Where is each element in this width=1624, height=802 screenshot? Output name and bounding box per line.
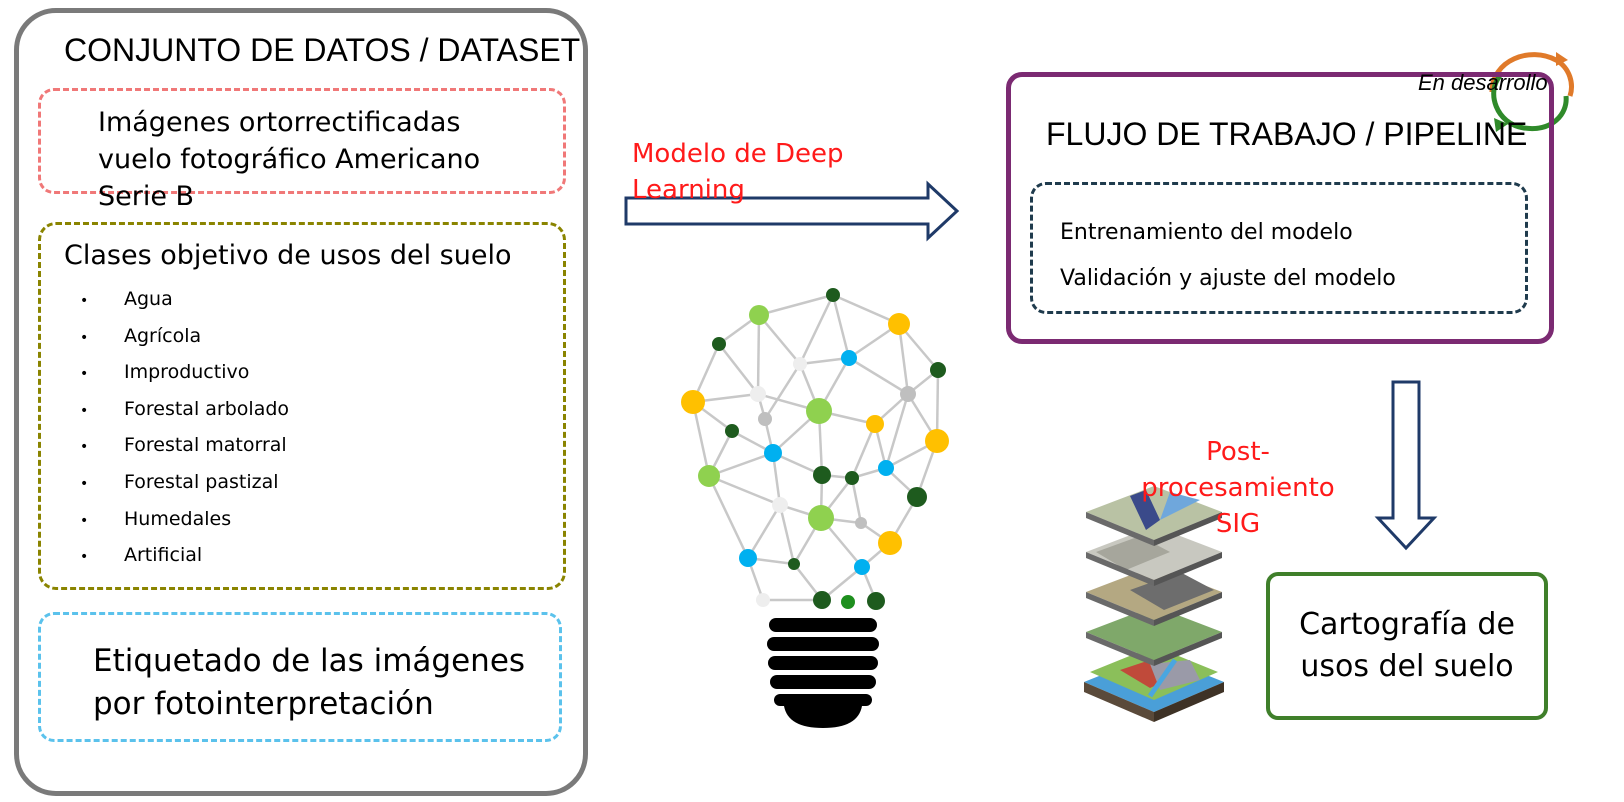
labeling-line: Etiquetado de las imágenes xyxy=(93,643,526,679)
model-label: Modelo de Deep Learning xyxy=(632,136,844,208)
bullet-icon: • xyxy=(80,549,89,566)
postprocessing-label: Post- procesamiento SIG xyxy=(1138,434,1338,542)
postprocessing-line: SIG xyxy=(1215,509,1261,539)
step-item: Entrenamiento del modelo xyxy=(1060,220,1353,245)
class-label: Agua xyxy=(124,288,173,310)
dataset-title: CONJUNTO DE DATOS / DATASET xyxy=(64,32,581,68)
class-label: Humedales xyxy=(124,507,232,530)
gis-layers-icon xyxy=(1084,486,1224,722)
classes-box xyxy=(38,222,566,590)
class-item: • Agrícola xyxy=(80,325,289,362)
class-label: Agrícola xyxy=(124,324,202,347)
bullet-icon: • xyxy=(80,329,89,346)
classes-title: Clases objetivo de usos del suelo xyxy=(64,240,512,271)
labeling-line: por fotointerpretación xyxy=(93,686,434,722)
bullet-icon: • xyxy=(80,439,89,456)
output-label: Cartografía de usos del suelo xyxy=(1266,604,1548,688)
images-box xyxy=(38,88,566,194)
class-label: Forestal arbolado xyxy=(124,397,290,420)
output-line: Cartografía de xyxy=(1299,607,1515,642)
postprocessing-line: Post- xyxy=(1206,437,1270,467)
steps-list: Entrenamiento del modelo Validación y aj… xyxy=(1060,210,1396,302)
class-item: • Forestal pastizal xyxy=(80,471,289,508)
bullet-icon: • xyxy=(80,512,89,529)
classes-list: • Agua • Agrícola • Improductivo • Forestal … xyxy=(80,288,289,581)
pipeline-panel xyxy=(1006,72,1554,344)
class-label: Improductivo xyxy=(124,361,250,384)
steps-box xyxy=(1030,182,1528,314)
pipeline-title: FLUJO DE TRABAJO / PIPELINE xyxy=(1046,116,1528,152)
images-line: vuelo fotográfico Americano xyxy=(98,144,481,175)
step-item: Validación y ajuste del modelo xyxy=(1060,266,1396,291)
bullet-icon: • xyxy=(80,475,89,492)
labeling-description: Etiquetado de las imágenes por fotointer… xyxy=(93,640,525,726)
images-line: Serie B xyxy=(98,181,195,212)
bullet-icon: • xyxy=(80,293,89,309)
model-label-line: Modelo de Deep xyxy=(632,139,844,169)
images-description: Imágenes ortorrectificadas vuelo fotográ… xyxy=(98,104,480,215)
class-item: • Forestal matorral xyxy=(80,434,289,471)
output-line: usos del suelo xyxy=(1300,649,1514,684)
dataset-panel xyxy=(14,8,588,796)
bullet-icon: • xyxy=(80,366,89,383)
cycle-arrows-icon xyxy=(1489,52,1574,132)
class-item: • Forestal arbolado xyxy=(80,398,289,435)
class-item: • Humedales xyxy=(80,508,289,545)
class-label: Forestal matorral xyxy=(124,434,287,457)
right-arrow-icon xyxy=(624,180,960,242)
class-item: • Improductivo xyxy=(80,361,289,398)
status-label: En desarrollo xyxy=(1418,70,1548,95)
class-label: Forestal pastizal xyxy=(124,470,279,493)
output-box xyxy=(1266,572,1548,720)
down-arrow-icon xyxy=(1374,380,1438,551)
class-item: • Artificial xyxy=(80,544,289,581)
model-label-line: Learning xyxy=(632,175,745,205)
lightbulb-network-icon xyxy=(681,288,949,728)
images-line: Imágenes ortorrectificadas xyxy=(98,107,461,138)
bullet-icon: • xyxy=(80,402,89,419)
class-label: Artificial xyxy=(124,544,203,567)
postprocessing-line: procesamiento xyxy=(1141,473,1335,503)
class-item: • Agua xyxy=(80,288,289,325)
labeling-box xyxy=(38,612,562,742)
